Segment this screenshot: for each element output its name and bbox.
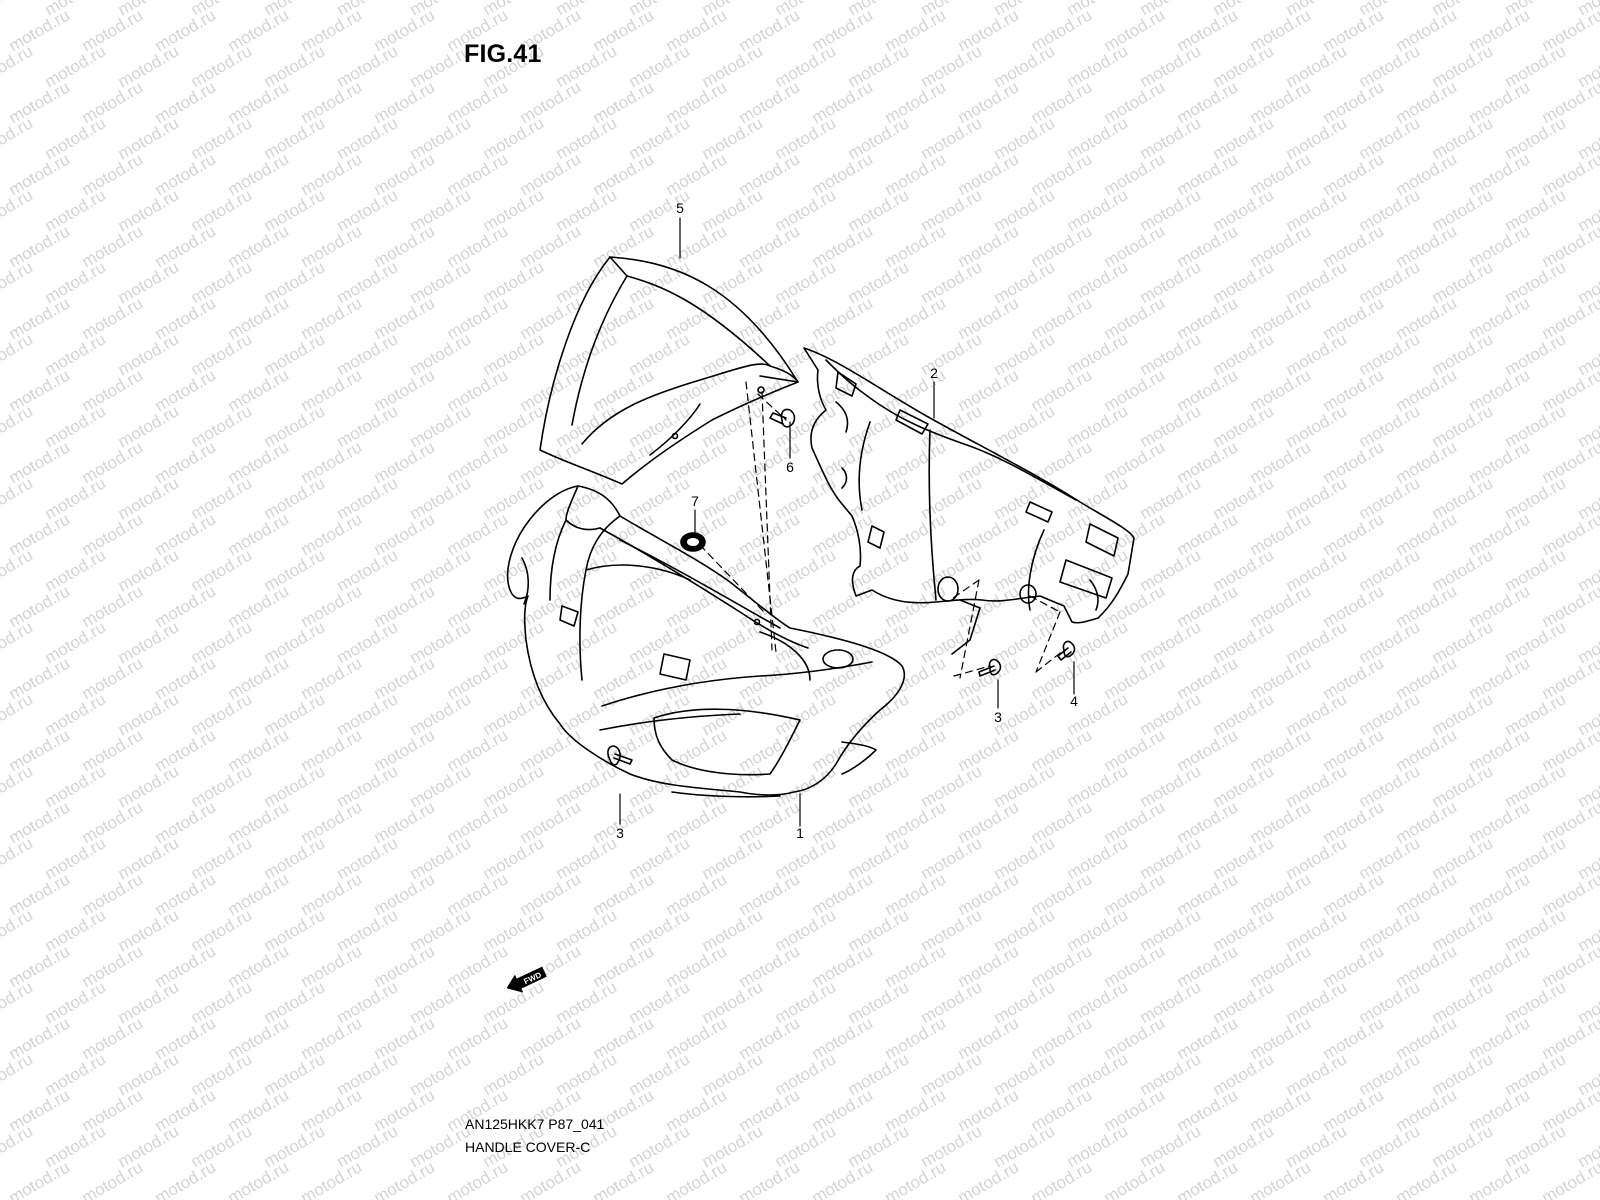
assembly-lines (699, 381, 1065, 679)
callout-5: 5 (676, 200, 684, 216)
callout-2: 2 (930, 365, 938, 381)
section-name: HANDLE COVER-C (465, 1139, 591, 1155)
part-5-windscreen[interactable] (539, 256, 799, 485)
part-2-rear-cover[interactable] (803, 347, 1135, 655)
part-4-screw[interactable] (1057, 640, 1076, 661)
model-code: AN125HKK7 P87_041 (465, 1116, 605, 1132)
callout-3-left: 3 (616, 825, 624, 841)
part-7-grommet[interactable] (680, 532, 706, 552)
part-6-clip-pin[interactable] (769, 408, 796, 428)
callout-7: 7 (691, 493, 699, 509)
callout-4: 4 (1070, 693, 1078, 709)
leader-lines (619, 217, 1075, 827)
fwd-label: FWD (522, 970, 543, 986)
callout-1: 1 (796, 825, 804, 841)
part-3-screw-left[interactable] (607, 745, 633, 766)
part-1-front-cover[interactable] (506, 485, 905, 798)
fwd-arrow-icon: FWD (506, 966, 547, 993)
callout-3-right: 3 (994, 709, 1002, 725)
callout-6: 6 (786, 459, 794, 475)
